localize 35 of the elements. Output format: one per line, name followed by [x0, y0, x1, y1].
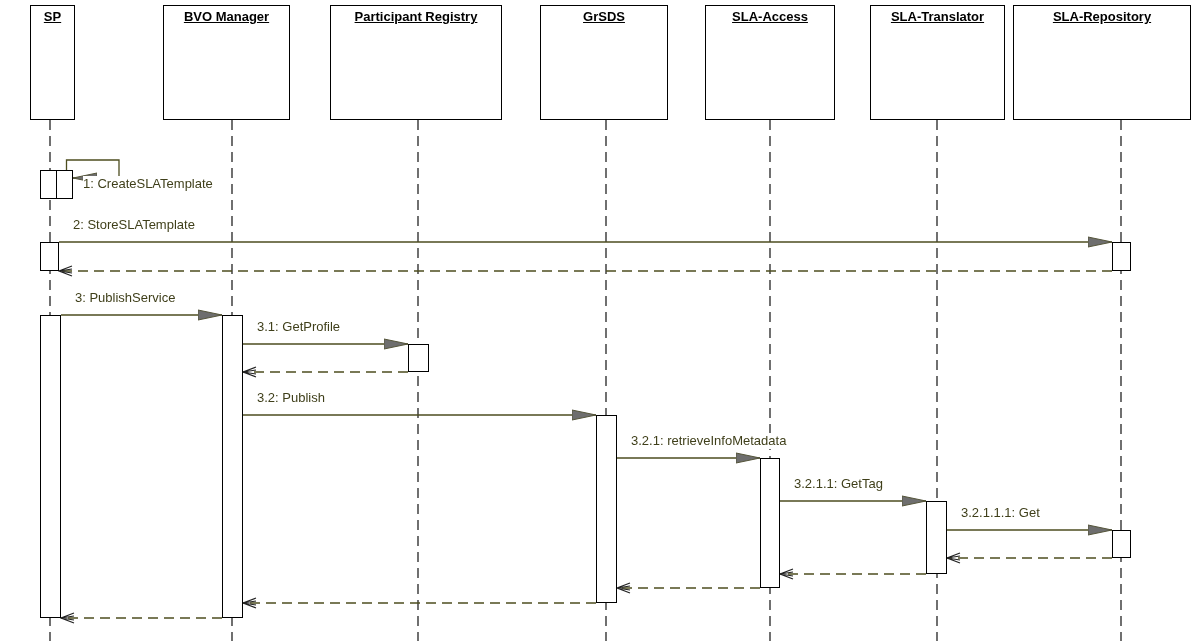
participant-box	[330, 5, 502, 120]
participant-name: SLA-Translator	[890, 9, 985, 26]
activation-bar	[596, 415, 617, 603]
participant-name: BVO Manager	[183, 9, 270, 26]
message-label: 1: CreateSLATemplate	[83, 176, 213, 193]
participant-name: SLA-Repository	[1052, 9, 1152, 26]
message-arrow	[242, 409, 597, 421]
activation-bar	[926, 501, 947, 574]
message-arrow	[779, 495, 927, 507]
participant-box	[163, 5, 290, 120]
activation-bar	[408, 344, 429, 372]
participant-box	[705, 5, 835, 120]
message-label: 3.2.1.1: GetTag	[794, 476, 883, 493]
participant-box	[870, 5, 1005, 120]
activation-bar	[222, 315, 243, 618]
participant-box	[540, 5, 668, 120]
message-label: 2: StoreSLATemplate	[73, 217, 195, 234]
message-arrow	[616, 452, 761, 464]
activation-bar	[1112, 242, 1131, 271]
activation-bar	[40, 242, 59, 271]
message-arrow	[946, 524, 1113, 536]
activation-bar	[40, 315, 61, 618]
participant-name: SLA-Access	[732, 9, 808, 26]
message-arrow	[58, 236, 1113, 248]
participant-name: SP	[43, 9, 62, 26]
activation-bar	[1112, 530, 1131, 558]
message-arrow	[242, 338, 409, 350]
participant-name: GrSDS	[583, 9, 625, 26]
participant-name: Participant Registry	[354, 9, 478, 26]
activation-bar	[760, 458, 780, 588]
participant-box	[30, 5, 75, 120]
message-label: 3.2.1: retrieveInfoMetadata	[631, 433, 787, 450]
activation-bar	[56, 170, 73, 199]
participant-box	[1013, 5, 1191, 120]
message-arrow	[60, 309, 223, 321]
